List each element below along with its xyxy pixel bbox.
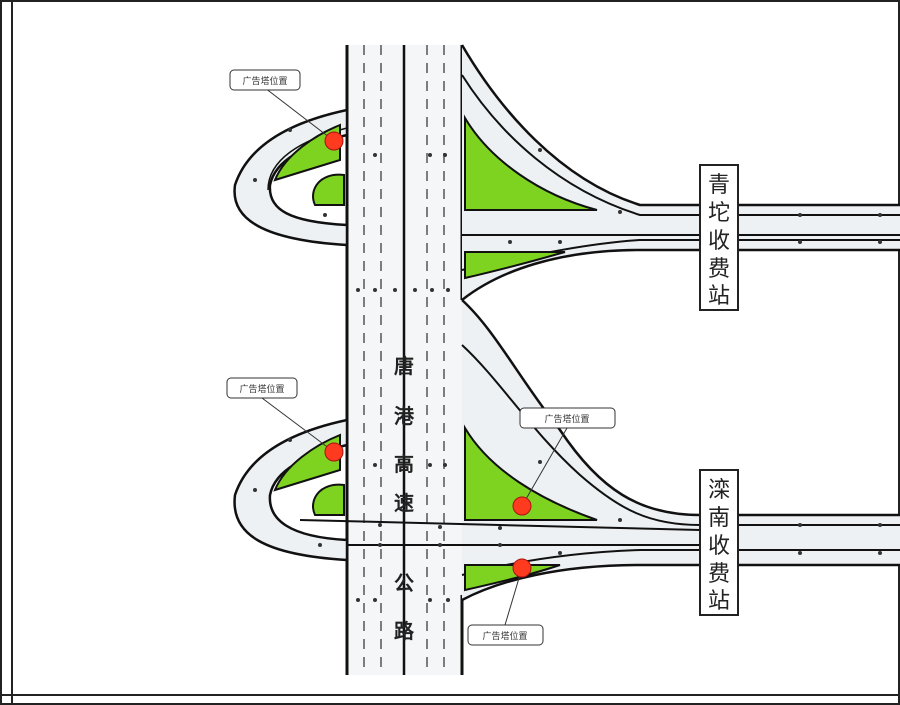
toll-station-north: 青 坨 收 费 站 [699, 164, 739, 311]
ad-tower-4-label: 广告塔位置 [482, 630, 527, 642]
highway-char-2: 港 [394, 404, 415, 428]
ad-tower-2-marker [324, 442, 344, 462]
toll-north-char-4: 费 [708, 257, 730, 282]
toll-north-char-1: 青 [708, 173, 730, 198]
toll-south-char-5: 站 [708, 589, 730, 614]
north-interchange [233, 44, 900, 301]
ad-tower-2: 广告塔位置 [226, 377, 344, 462]
ad-tower-3-label: 广告塔位置 [544, 413, 589, 425]
toll-south-char-4: 费 [708, 562, 730, 587]
highway-char-5: 公 [394, 571, 414, 595]
highway-char-3: 高 [394, 452, 414, 476]
toll-station-south: 滦 南 收 费 站 [699, 469, 739, 616]
ad-tower-4-marker [512, 558, 532, 578]
toll-north-char-2: 坨 [708, 201, 730, 226]
ad-tower-2-label: 广告塔位置 [239, 383, 284, 395]
ad-tower-1: 广告塔位置 [229, 69, 344, 151]
ad-tower-3: 广告塔位置 [512, 407, 616, 516]
toll-north-char-5: 站 [708, 284, 730, 309]
ad-tower-1-marker [324, 131, 344, 151]
ad-tower-1-label: 广告塔位置 [242, 75, 287, 87]
highway-char-4: 速 [394, 491, 414, 515]
highway-char-1: 唐 [394, 354, 414, 378]
toll-south-char-2: 南 [708, 506, 730, 531]
south-interchange [233, 299, 900, 602]
toll-south-char-3: 收 [708, 534, 730, 559]
ad-tower-4: 广告塔位置 [467, 558, 544, 646]
highway-char-6: 路 [394, 619, 415, 643]
toll-south-char-1: 滦 [708, 478, 730, 503]
toll-north-char-3: 收 [708, 229, 730, 254]
ad-tower-3-marker [512, 496, 532, 516]
main-highway [345, 45, 464, 675]
highway-name: 唐 港 高 速 公 路 [394, 354, 415, 643]
